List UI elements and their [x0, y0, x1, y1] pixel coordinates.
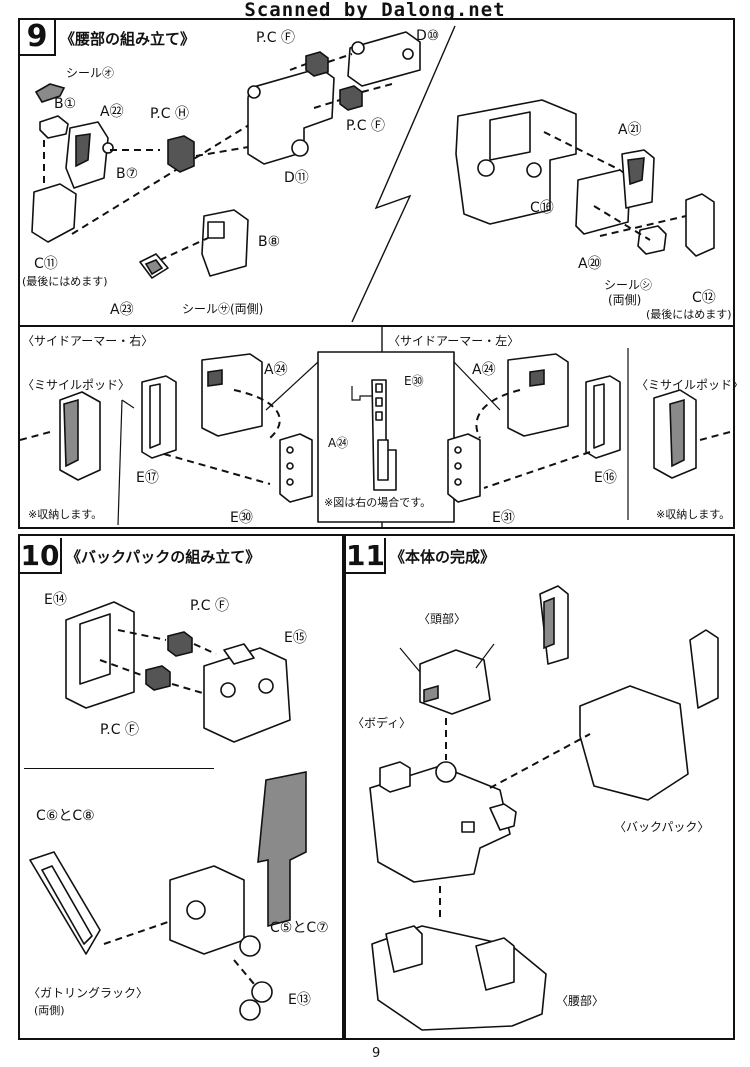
label-e15: E⑮ — [284, 630, 307, 646]
label-a20: A⑳ — [578, 256, 602, 272]
step10-frame — [18, 534, 344, 1040]
left-bracket — [117, 399, 123, 526]
label-c11-note: (最後にはめます) — [22, 275, 108, 288]
label-a24-left: A㉔ — [472, 362, 496, 378]
step11-title: 《本体の完成》 — [390, 548, 496, 566]
step9-title: 《腰部の組み立て》 — [60, 30, 196, 48]
label-e14: E⑭ — [44, 592, 67, 608]
title-side-armor-right: 〈サイドアーマー・右〉 — [22, 334, 154, 348]
label-missile-pod-left: 〈ミサイルポッド〉 — [636, 378, 745, 392]
label-head: 〈頭部〉 — [418, 612, 467, 626]
label-body: 〈ボディ〉 — [352, 716, 412, 730]
label-e17: E⑰ — [136, 470, 159, 486]
label-e13: E⑬ — [288, 992, 311, 1008]
label-pcf-top-10: P.C Ⓕ — [190, 598, 229, 614]
note-stowed-right: ※収納します。 — [28, 508, 103, 521]
label-pcf-mid: P.C Ⓕ — [346, 118, 385, 134]
label-b7: B⑦ — [116, 166, 139, 182]
label-a21: A㉑ — [618, 122, 642, 138]
step10-number: 10 — [20, 538, 62, 574]
label-seal-o: シール㋔ — [66, 66, 115, 80]
note-inset-right-case: ※図は右の場合です。 — [324, 496, 432, 509]
step10-sub-divider — [24, 768, 214, 769]
label-c12: C⑫ — [692, 290, 716, 306]
waist-frame-d — [247, 31, 421, 165]
page-number: 9 — [372, 1046, 381, 1061]
inset-part-outline — [351, 379, 397, 491]
label-e30-right: E㉚ — [230, 510, 253, 526]
label-waist: 〈腰部〉 — [556, 994, 605, 1008]
lightning-divider — [351, 25, 456, 323]
label-pcf-bottom-10: P.C Ⓕ — [100, 722, 139, 738]
label-c11: C⑪ — [34, 256, 58, 272]
note-stowed-left: ※収納します。 — [656, 508, 731, 521]
label-a23: A㉓ — [110, 302, 134, 318]
gatling-rack-part — [257, 771, 307, 928]
label-e16: E⑯ — [594, 470, 617, 486]
label-missile-pod-right: 〈ミサイルポッド〉 — [22, 378, 131, 392]
label-seal-shi: シール㋛ — [604, 278, 653, 292]
label-b8: B⑧ — [258, 234, 281, 250]
label-a24-inset: A㉔ — [328, 436, 349, 450]
label-e30-inset: E㉚ — [404, 374, 424, 388]
label-a24-right: A㉔ — [264, 362, 288, 378]
label-e31: E㉛ — [492, 510, 515, 526]
side-armor-divider — [18, 325, 735, 327]
step9-number: 9 — [18, 18, 56, 56]
side-armor-right-parts — [19, 353, 313, 503]
label-backpack: 〈バックパック〉 — [614, 820, 710, 834]
label-c5-c7: C⑤とC⑦ — [270, 920, 329, 936]
scanner-watermark: Scanned by Dalong.net — [244, 0, 506, 21]
label-a22: A㉒ — [100, 104, 124, 120]
step9-frame — [18, 18, 735, 529]
completed-body — [369, 585, 719, 1031]
step11-frame — [344, 534, 735, 1040]
label-c6-c8: C⑥とC⑧ — [36, 808, 95, 824]
step11-number: 11 — [346, 538, 386, 574]
label-pcf-top: P.C Ⓕ — [256, 30, 295, 46]
label-seal-sa: シール㋚(両側) — [182, 302, 264, 316]
label-gatling-rack: 〈ガトリングラック〉 — [28, 986, 149, 1000]
label-d10: D⑩ — [416, 28, 440, 44]
label-seal-shi-note: (両側) — [608, 293, 642, 307]
title-side-armor-left: 〈サイドアーマー・左〉 — [388, 334, 520, 348]
side-armor-left-parts — [447, 353, 731, 503]
label-pch: P.C Ⓗ — [150, 106, 189, 122]
label-gatling-note: (両側) — [34, 1004, 65, 1017]
waist-parts-left — [31, 83, 271, 279]
label-d11: D⑪ — [284, 170, 309, 186]
step10-title: 《バックパックの組み立て》 — [66, 548, 261, 566]
label-c16: C⑯ — [530, 200, 554, 216]
waist-parts-right — [455, 99, 715, 257]
backpack-parts — [29, 601, 307, 1021]
label-b1: B① — [54, 96, 77, 112]
label-c12-note: (最後にはめます) — [646, 308, 732, 321]
